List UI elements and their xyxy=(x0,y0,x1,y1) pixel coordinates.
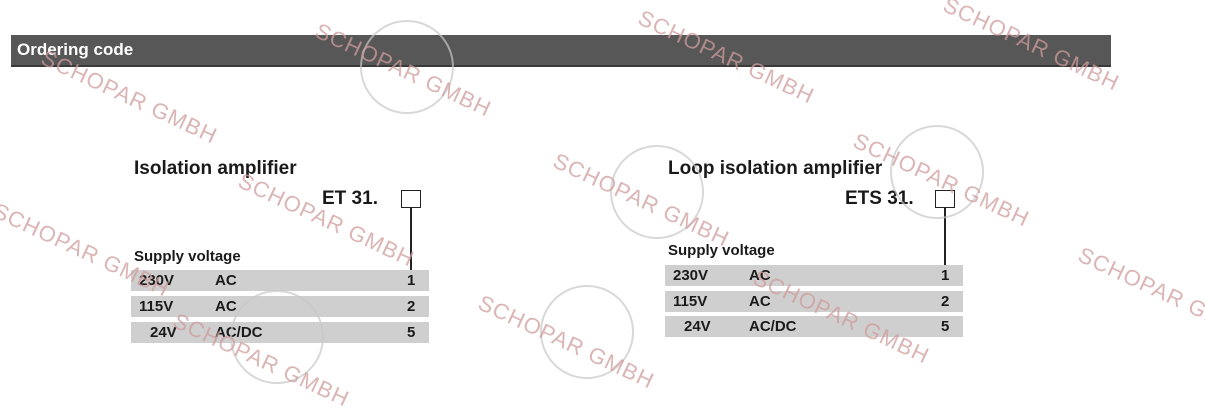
voltage-value: 24V xyxy=(150,324,177,341)
code-leader-line xyxy=(410,208,412,270)
option-code: 5 xyxy=(407,324,416,341)
voltage-value: 24V xyxy=(684,318,711,335)
current-type: AC xyxy=(749,293,771,310)
code-leader-line xyxy=(944,208,946,265)
current-type: AC xyxy=(749,267,771,284)
table-row: 24V AC/DC 5 xyxy=(665,316,963,337)
watermark: SCHOPAR GMBH xyxy=(1074,242,1205,346)
option-code: 2 xyxy=(941,293,950,310)
current-type: AC xyxy=(215,298,237,315)
option-code: 1 xyxy=(407,272,416,289)
voltage-value: 115V xyxy=(673,293,708,310)
watermark-arc xyxy=(890,125,984,219)
option-code: 1 xyxy=(941,267,950,284)
code-box xyxy=(401,190,421,208)
watermark-arc xyxy=(360,20,454,114)
current-type: AC xyxy=(215,272,237,289)
table-row: 230V AC 1 xyxy=(665,265,963,286)
watermark-arc xyxy=(540,285,634,379)
block-title: Isolation amplifier xyxy=(134,158,297,179)
watermark: SCHOPAR GMBH xyxy=(234,168,419,272)
voltage-value: 115V xyxy=(139,298,174,315)
watermark-arc xyxy=(230,290,324,384)
supply-voltage-label: Supply voltage xyxy=(134,248,241,265)
current-type: AC/DC xyxy=(749,318,797,335)
option-code: 2 xyxy=(407,298,416,315)
section-header: Ordering code xyxy=(11,35,1111,67)
voltage-value: 230V xyxy=(139,272,175,289)
table-row: 230V AC 1 xyxy=(131,270,429,291)
option-code: 5 xyxy=(941,318,950,335)
block-title: Loop isolation amplifier xyxy=(668,158,883,179)
watermark-arc xyxy=(610,145,704,239)
voltage-value: 230V xyxy=(673,267,709,284)
section-title: Ordering code xyxy=(17,40,134,59)
ordering-code: ET 31. xyxy=(322,188,378,209)
supply-voltage-label: Supply voltage xyxy=(668,242,775,259)
table-row: 115V AC 2 xyxy=(665,291,963,312)
